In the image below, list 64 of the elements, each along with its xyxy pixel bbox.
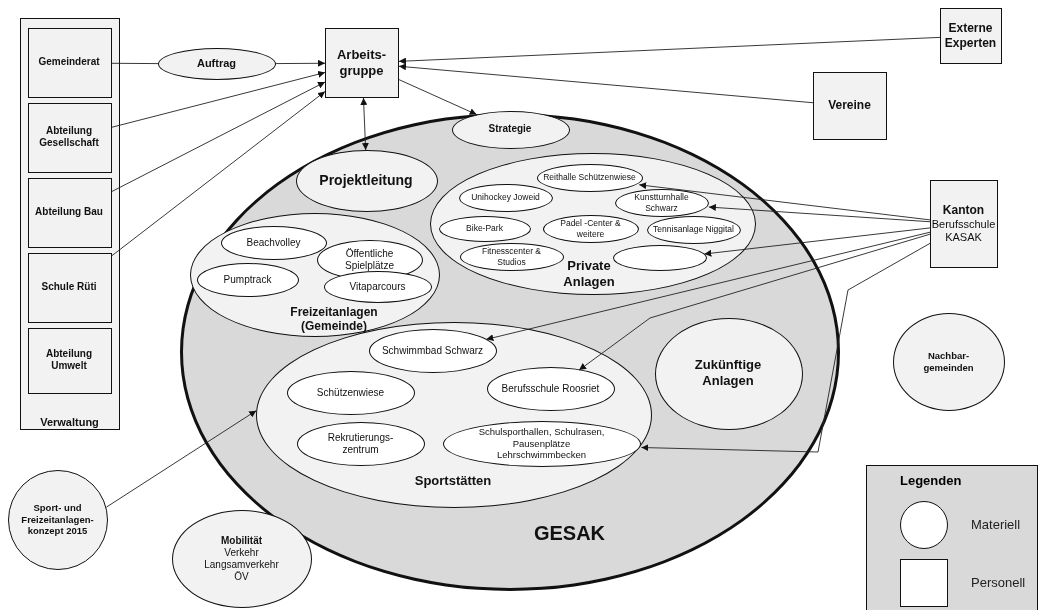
node-label: Kunstturnhalle Schwarz [633,192,690,213]
node-label: Abteilung Bau [35,206,103,218]
process-box [325,28,399,98]
node-label: Sport- und Freizeitanlagen- konzept 2015 [20,502,95,537]
process-box [940,8,1002,64]
process-box [27,327,112,394]
node-label: Zukünftige Anlagen [693,357,763,389]
node-label: Rekrutierungs- zentrum [326,431,395,456]
node-label: Strategie [488,123,532,135]
legend-label: Personell [971,575,1026,590]
ellipse-node [221,226,327,260]
node-label: Externe Experten [943,21,998,50]
node-label: Schützenwiese [316,386,385,399]
process-box [930,180,998,268]
node-label: Private Anlagen [562,258,616,290]
connector-line [111,62,159,65]
ellipse-shape [613,245,707,271]
node-label: Padel -Center & weitere [559,218,622,239]
node-label: Arbeits- gruppe [335,46,388,79]
legend-label: Materiell [971,517,1021,532]
node-label: Schule Rüti [41,281,97,293]
node-label: Freizeitanlagen (Gemeinde) [289,304,379,334]
node-label: Bike-Park [466,223,503,234]
process-box [27,27,112,98]
ellipse-node [459,184,553,212]
node-label: Beachvolley [246,236,301,249]
node-label: Mobilität [220,534,263,547]
node-label: Auftrag [196,56,237,71]
node-label: Nachbar- gemeinden [922,350,975,373]
node-label: Verwaltung [40,415,99,430]
node-label: Schwimmbad Schwarz [381,344,484,357]
ellipse-node [537,164,643,192]
ellipse-node [324,271,432,303]
process-box [813,72,887,140]
node-sublabel: Verkehr Langsamverkehr ÖV [203,546,280,583]
node-label: Reithalle Schützenwiese [543,172,636,183]
node-label: Gemeinderat [38,56,100,68]
node-label: Sportstätten [414,473,492,489]
node-label: Tennisanlage Niggital [653,224,734,235]
node-label: Berufsschule Roosriet [501,382,600,395]
node-label: Kanton [942,203,985,218]
node-label: Projektleitung [319,171,413,189]
ellipse-node [439,216,531,242]
node-label: Pumptrack [223,273,272,286]
node-label: Schulsporthallen, Schulrasen, Pausenplätze Lehrschwimmbecken [477,426,606,461]
node-label: GESAK [533,520,606,545]
ellipse-node [369,329,497,373]
process-box [27,102,112,173]
ellipse-node [197,263,299,297]
legend-title: Legenden [900,473,962,488]
ellipse-node [460,243,564,271]
node-label: Abteilung Gesellschaft [38,125,100,149]
node-label: Abteilung Umwelt [44,348,94,372]
node-sublabel: Berufsschule KASAK [930,217,997,244]
node-label: Öffentliche Spielplätze [344,247,395,272]
process-box [27,177,112,248]
arrow [360,97,369,151]
node-label: Vitaparcours [349,280,406,293]
ellipse-node [615,189,709,217]
process-box [20,18,120,430]
node-label: Unihockey Joweid [471,192,540,203]
node-label: Fitnesscenter & Studios [480,246,543,267]
process-box [27,252,112,323]
node-label: Vereine [828,98,871,113]
